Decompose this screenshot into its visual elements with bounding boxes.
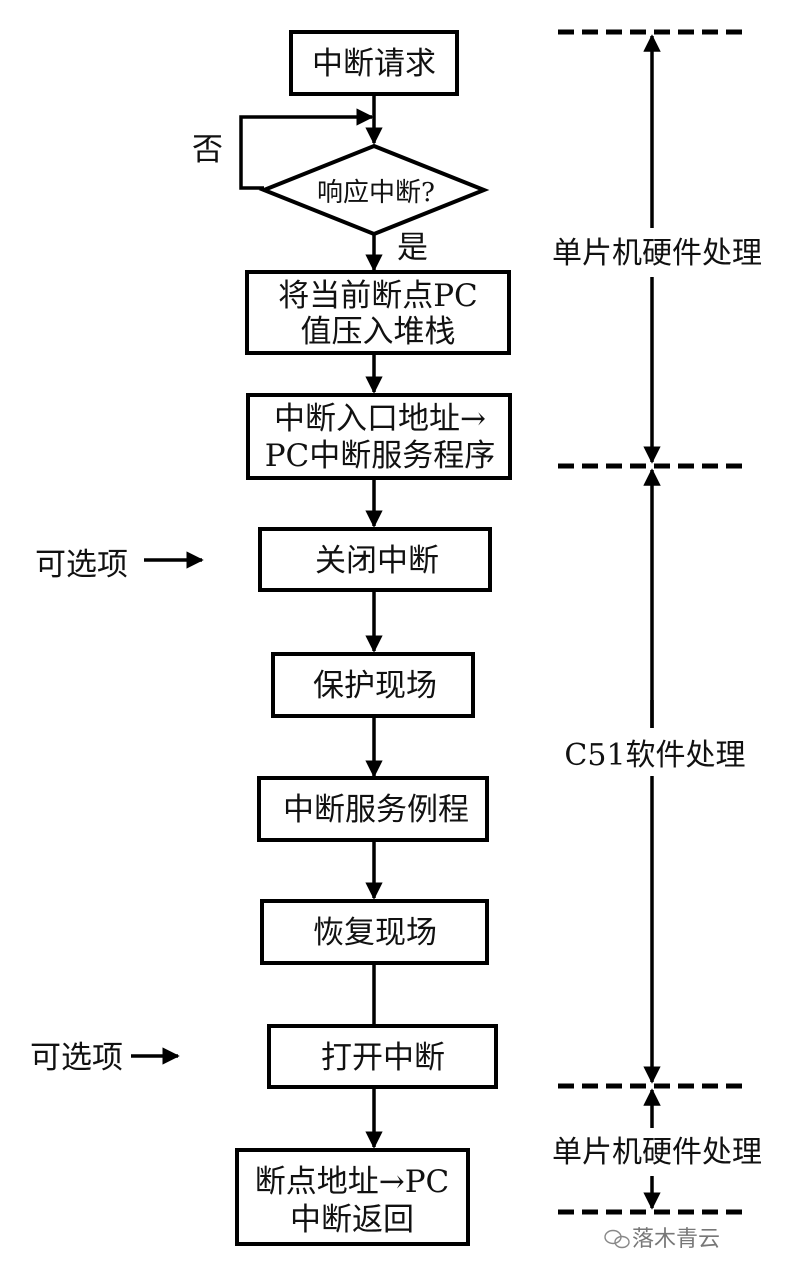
node-enable-interrupt: 打开中断 — [267, 1024, 498, 1089]
node-disable-interrupt: 关闭中断 — [258, 527, 492, 592]
branch-label-yes: 是 — [397, 230, 428, 266]
phase-span-hardware-1: 单片机硬件处理 — [540, 34, 780, 464]
node-interrupt-request-label: 中断请求 — [312, 46, 436, 82]
node-enable-interrupt-label: 打开中断 — [321, 1040, 445, 1076]
node-save-context-label: 保护现场 — [313, 668, 437, 704]
node-entry-address: 中断入口地址→ PC中断服务程序 — [246, 393, 512, 480]
flow-connectors — [239, 94, 383, 1149]
node-service-routine-label: 中断服务例程 — [283, 792, 469, 828]
node-disable-interrupt-label: 关闭中断 — [315, 543, 439, 579]
optional-marker-disable: 可选项 — [35, 547, 204, 583]
watermark: 落木青云 — [604, 1227, 720, 1252]
node-entry-address-line1: 中断入口地址→ — [274, 401, 486, 437]
phase-span-hardware-2: 单片机硬件处理 — [540, 1088, 780, 1210]
node-entry-address-line2: PC中断服务程序 — [265, 438, 496, 474]
node-restore-context: 恢复现场 — [260, 899, 489, 965]
phase-dividers — [558, 29, 750, 1215]
node-service-routine: 中断服务例程 — [257, 776, 489, 842]
connector-no-loop — [239, 108, 374, 190]
node-decision: 响应中断? — [258, 143, 490, 237]
optional-label-enable: 可选项 — [30, 1040, 123, 1076]
branch-label-no: 否 — [192, 132, 223, 168]
node-interrupt-return-line2: 中断返回 — [290, 1202, 414, 1238]
phase-label-software: C51软件处理 — [564, 738, 745, 773]
node-push-pc-line2: 值压入堆栈 — [301, 314, 456, 350]
node-save-context: 保护现场 — [271, 652, 475, 718]
optional-marker-enable: 可选项 — [30, 1040, 180, 1076]
watermark-text: 落木青云 — [632, 1227, 720, 1252]
node-interrupt-return-line1: 断点地址→PC — [255, 1164, 450, 1200]
node-interrupt-return: 断点地址→PC 中断返回 — [235, 1148, 470, 1246]
node-restore-context-label: 恢复现场 — [313, 915, 437, 951]
phase-span-software: C51软件处理 — [550, 468, 760, 1084]
node-interrupt-request: 中断请求 — [289, 30, 459, 96]
node-push-pc: 将当前断点PC 值压入堆栈 — [245, 270, 511, 355]
phase-label-hardware-2: 单片机硬件处理 — [552, 1135, 762, 1170]
optional-label-disable: 可选项 — [35, 547, 128, 583]
node-push-pc-line1: 将当前断点PC — [278, 278, 478, 314]
node-decision-label: 响应中断? — [317, 178, 435, 208]
phase-label-hardware-1: 单片机硬件处理 — [552, 236, 762, 271]
wechat-icon — [604, 1229, 630, 1249]
